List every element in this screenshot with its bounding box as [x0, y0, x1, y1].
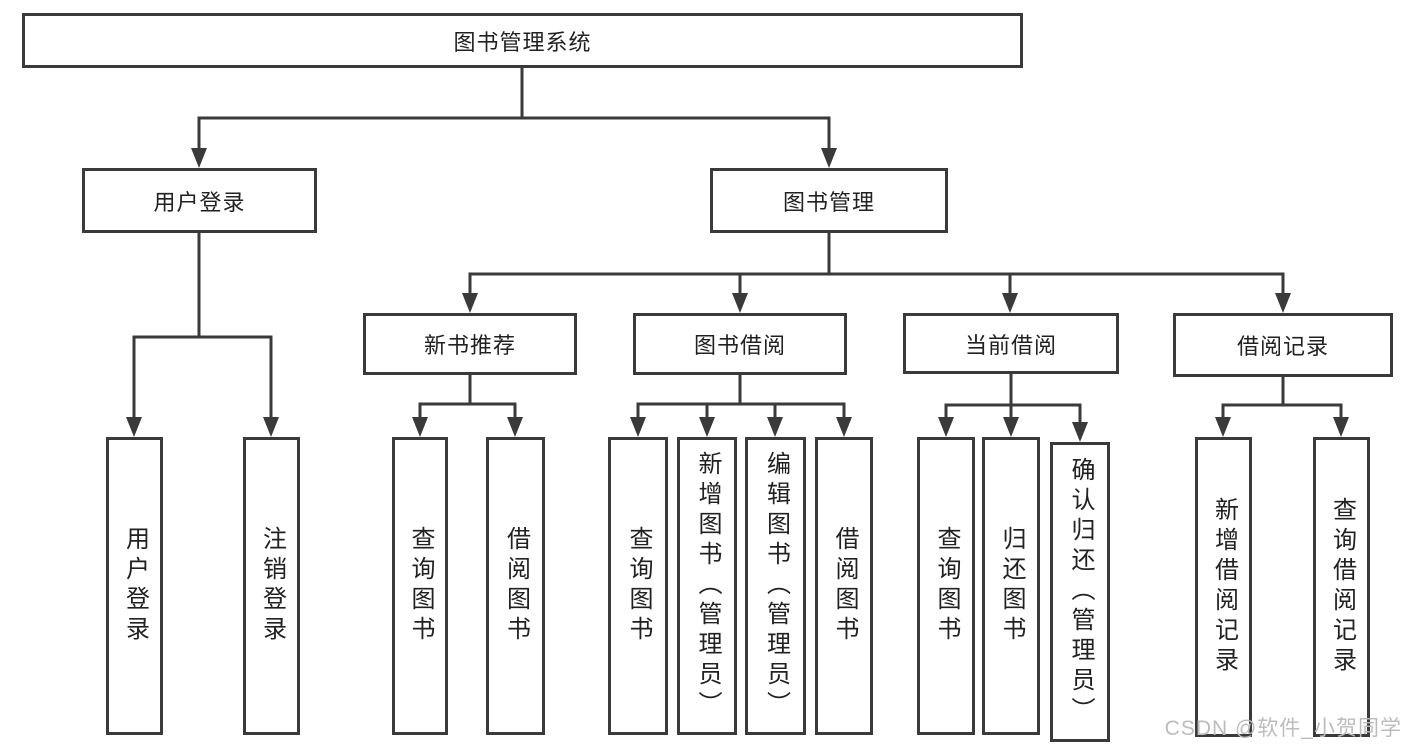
leaf-book-borrow-3: 借阅图书: [815, 437, 873, 735]
node-borrow-record-label: 借阅记录: [1236, 334, 1329, 359]
leaf-book-borrow-0: 查询图书: [608, 437, 668, 735]
connector-book-borrow-to-leaves: [636, 375, 846, 419]
connector-borrow-record-to-leaves: [1221, 377, 1343, 419]
leaf-book-borrow-2: 编辑图书（管理员）: [745, 437, 806, 735]
connector-user-login-to-leaves: [132, 233, 273, 419]
node-book-borrow: 图书借阅: [633, 313, 847, 375]
leaf-book-borrow-1-label: 新增图书（管理员）: [694, 451, 721, 721]
leaf-new-book-1-label: 借阅图书: [502, 526, 530, 646]
leaf-current-borrow-2-label: 确认归还（管理员）: [1067, 457, 1094, 727]
leaf-new-book-0: 查询图书: [392, 437, 448, 735]
leaf-book-borrow-3-label: 借阅图书: [831, 526, 858, 646]
leaf-user-login-1-label: 注销登录: [258, 526, 286, 646]
leaf-borrow-record-1: 查询借阅记录: [1313, 437, 1370, 737]
leaf-current-borrow-1-label: 归还图书: [998, 526, 1025, 646]
node-new-book: 新书推荐: [363, 313, 577, 375]
leaf-user-login-0-label: 用户登录: [121, 526, 149, 646]
leaf-borrow-record-1-label: 查询借阅记录: [1328, 497, 1356, 677]
leaf-book-borrow-2-label: 编辑图书（管理员）: [762, 451, 790, 721]
leaf-new-book-0-label: 查询图书: [407, 526, 434, 646]
node-root: 图书管理系统: [22, 13, 1023, 68]
leaf-borrow-record-0-label: 新增借阅记录: [1210, 497, 1238, 677]
node-current-borrow-label: 当前借阅: [964, 332, 1057, 358]
node-book-mgmt-label: 图书管理: [782, 189, 875, 215]
node-borrow-record: 借阅记录: [1173, 313, 1393, 377]
leaf-borrow-record-0: 新增借阅记录: [1195, 437, 1252, 737]
node-root-label: 图书管理系统: [453, 29, 592, 55]
node-book-mgmt: 图书管理: [710, 168, 948, 233]
connector-book-mgmt-to-level3: [468, 233, 1285, 295]
csdn-watermark: CSDN @软件_小贺同学: [1164, 717, 1402, 740]
connector-root-to-level2: [197, 68, 831, 150]
leaf-user-login-1: 注销登录: [243, 437, 300, 735]
leaf-current-borrow-0: 查询图书: [917, 437, 975, 735]
leaf-user-login-0: 用户登录: [106, 437, 163, 735]
leaf-current-borrow-1: 归还图书: [982, 437, 1040, 735]
leaf-current-borrow-2: 确认归还（管理员）: [1050, 442, 1110, 742]
node-current-borrow: 当前借阅: [903, 313, 1119, 374]
leaf-book-borrow-1: 新增图书（管理员）: [677, 437, 737, 735]
node-user-login-label: 用户登录: [153, 189, 246, 215]
connector-current-borrow-to-leaves: [944, 374, 1082, 424]
node-book-borrow-label: 图书借阅: [693, 333, 786, 358]
connector-new-book-to-leaves: [418, 375, 517, 419]
leaf-book-borrow-0-label: 查询图书: [625, 526, 652, 646]
node-user-login: 用户登录: [82, 168, 317, 233]
leaf-new-book-1: 借阅图书: [486, 437, 545, 735]
leaf-current-borrow-0-label: 查询图书: [933, 526, 960, 646]
node-new-book-label: 新书推荐: [423, 333, 516, 358]
